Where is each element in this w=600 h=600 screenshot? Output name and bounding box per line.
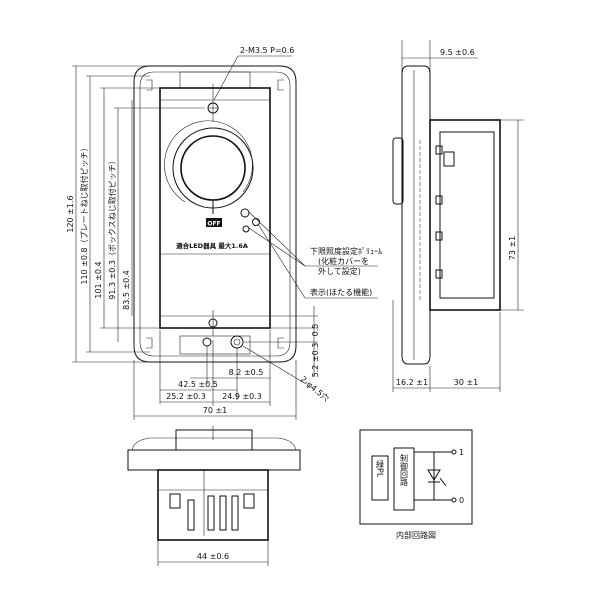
dim-52: 5.2 ±0.3 — [311, 343, 320, 378]
lower-limit-volume-icon — [240, 208, 250, 218]
dim-95: 9.5 ±0.6 — [440, 48, 475, 57]
dimmer-scale-arc — [164, 120, 253, 203]
plate-tab-right — [277, 337, 284, 349]
bottom-slot-3 — [231, 495, 239, 531]
circuit-frame — [359, 429, 473, 525]
side-body-back — [439, 131, 495, 299]
dim-252: 25.2 ±0.3 — [166, 392, 206, 401]
dim-110: 110 ±0.8（プレートねじ取付ピッチ） — [79, 143, 89, 284]
bottom-slot-1 — [207, 495, 215, 531]
mount-hole-right-icon — [230, 335, 244, 349]
plate-tab-left-top — [146, 79, 153, 91]
triac-gate — [439, 477, 447, 487]
lower-limit-leader — [248, 211, 306, 267]
callout-lower-limit-line1: 下限照度設定ﾎﾞﾘｭｰﾑ — [310, 246, 382, 256]
bottom-terminal-1 — [169, 493, 181, 509]
switch-body — [159, 87, 271, 329]
side-clip-3 — [435, 231, 443, 241]
side-knob-profile — [392, 137, 404, 205]
dim-162: 16.2 ±1 — [396, 378, 428, 387]
bottom-plate-profile — [127, 449, 301, 471]
terminal-0-icon — [451, 497, 457, 503]
control-circuit-box — [393, 447, 415, 511]
hole-leader — [242, 345, 307, 385]
bottom-plate-curve — [131, 437, 297, 451]
side-plate-profile — [401, 65, 431, 365]
side-view — [392, 65, 501, 365]
mount-hole-right-inner-icon — [233, 338, 241, 346]
dim-101: 101 ±0.4 — [94, 261, 103, 298]
bottom-body — [157, 469, 269, 541]
terminal-1-label: 1 — [459, 448, 464, 457]
plate-ear-bottom — [179, 335, 251, 355]
dimmer-knob-outer-icon — [172, 127, 254, 209]
dim-73: 73 ±1 — [508, 236, 517, 261]
internal-circuit: 緑PL 制御回路 1 0 内部回路図 — [359, 429, 473, 540]
terminal-0-label: 0 — [459, 496, 464, 505]
dim-425: 42.5 ±0.5 — [178, 380, 218, 389]
off-marker-box — [206, 218, 222, 227]
plate-ear-top — [179, 71, 251, 89]
dim-30: 30 ±1 — [454, 378, 479, 387]
bottom-terminal-2 — [243, 493, 255, 509]
terminal-1-icon — [451, 449, 457, 455]
bottom-dimensions: 44 ±0.6 — [157, 540, 269, 566]
dim-82: 8.2 ±0.5 — [229, 368, 264, 377]
dim-screw: 2-M3.5 P=0.6 — [240, 46, 294, 55]
dim-44: 44 ±0.6 — [197, 552, 229, 561]
screw-leader — [213, 55, 239, 101]
bottom-view — [127, 426, 301, 541]
callout-indicator: 表示(ほたる機能) — [310, 287, 372, 297]
circuit-caption: 内部回路図 — [396, 530, 436, 540]
body-label: 適合LED器具 最大1.6A — [176, 241, 248, 250]
side-dimensions: 9.5 ±0.6 73 ±1 16.2 ±1 30 ±1 — [392, 40, 524, 392]
side-clip-4 — [435, 269, 443, 279]
control-circuit-label: 制御回路 — [400, 453, 409, 486]
front-view: OFF 適合LED器具 最大1.6A — [133, 65, 297, 363]
dim-05: 0.5 — [311, 324, 320, 337]
dim-120: 120 ±1.6 — [66, 195, 75, 232]
indicator-leader — [257, 223, 306, 299]
mount-hole-left-icon — [202, 337, 212, 347]
bottom-cover — [175, 429, 253, 451]
plate-tab-right-top — [277, 79, 284, 91]
green-pl-box — [371, 455, 389, 501]
mounting-plate-inner — [139, 71, 291, 357]
side-latch — [443, 151, 455, 167]
dim-83: 83.5 ±0.4 — [122, 270, 131, 310]
side-clip-1 — [435, 145, 443, 155]
indicator-lamp-2-icon — [242, 225, 250, 233]
bottom-slot-2 — [219, 495, 227, 531]
callout-lower-limit-line3: 外して設定) — [318, 266, 361, 276]
bottom-slot-4 — [187, 499, 195, 531]
dimmer-knob-inner-icon — [180, 135, 246, 201]
front-dimensions: 2-M3.5 P=0.6 120 ±1.6 110 ±0.8（プレートねじ取付ピ… — [66, 46, 382, 420]
lower-limit-leader-2 — [248, 227, 306, 267]
callout-lower-limit-line2: (化粧カバーを — [318, 256, 369, 266]
dim-91: 91.3 ±0.3（ボックスねじ取付ピッチ） — [107, 156, 117, 300]
off-marker-label: OFF — [207, 221, 220, 228]
green-pl-label: 緑PL — [376, 459, 385, 478]
mounting-plate-outline — [133, 65, 297, 363]
side-clip-2 — [435, 195, 443, 205]
dim-249: 24.9 ±0.3 — [222, 392, 262, 401]
triac-symbol-icon — [427, 469, 441, 483]
plate-tab-left — [146, 337, 153, 349]
dim-70: 70 ±1 — [203, 406, 228, 415]
